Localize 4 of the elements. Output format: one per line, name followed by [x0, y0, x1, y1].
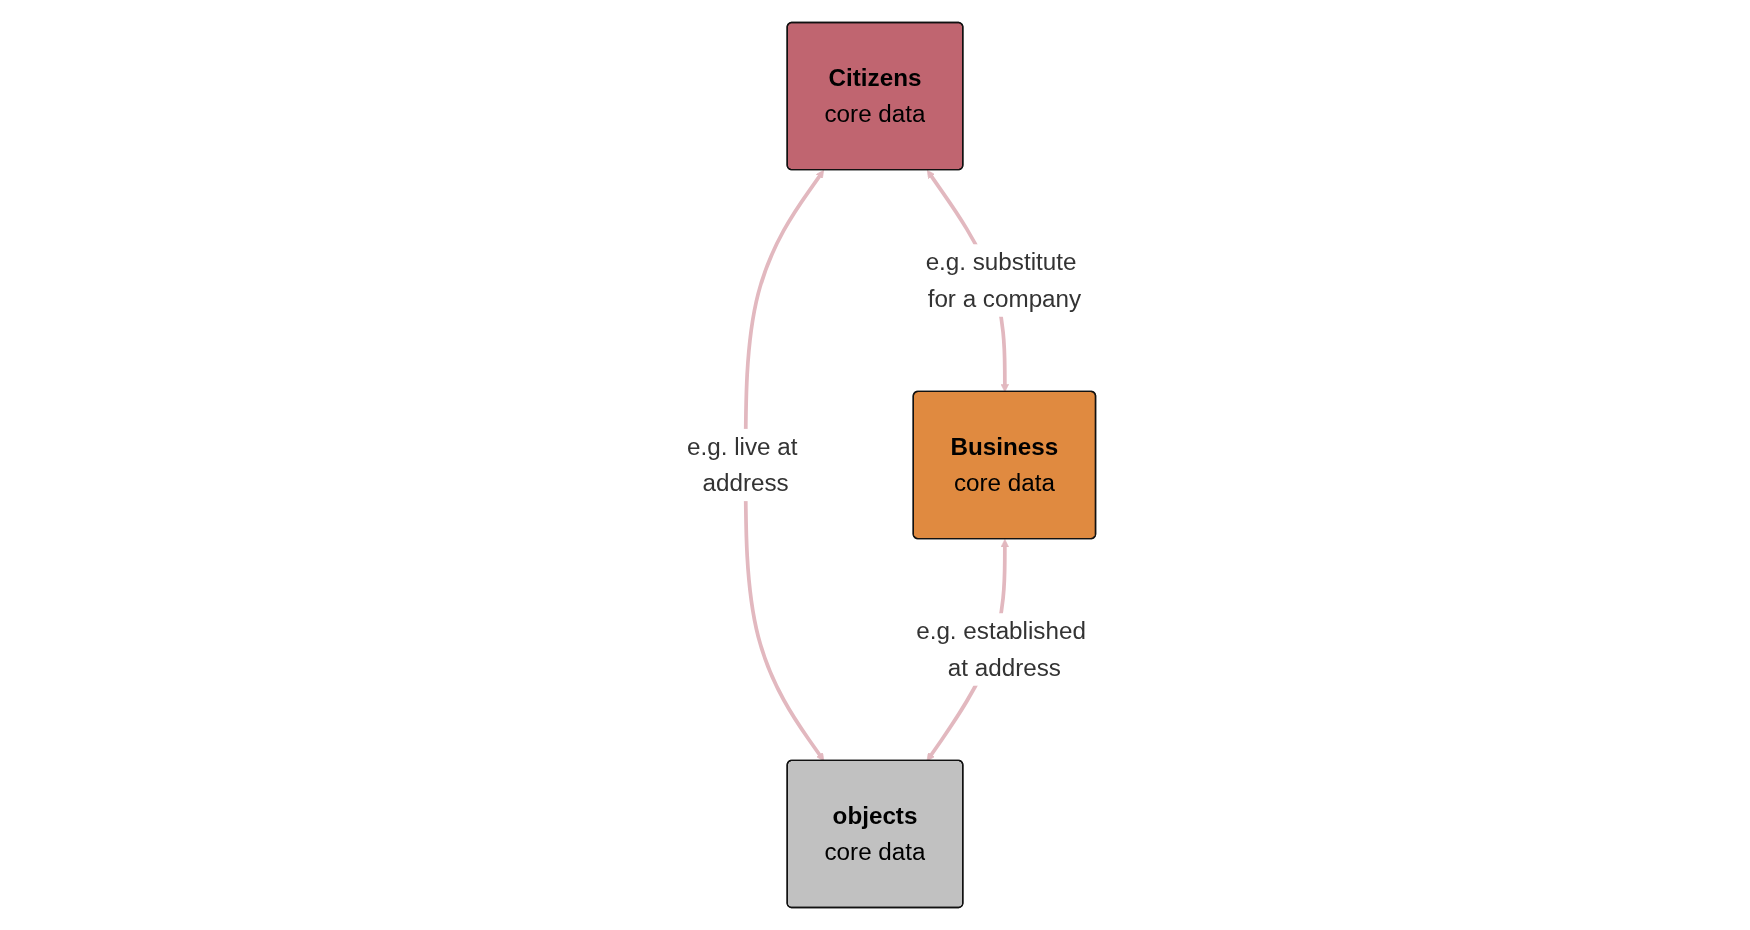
edge-label: e.g. substitute for a company [925, 247, 1082, 313]
edge-label: e.g. established at address [916, 616, 1086, 682]
edge-label: e.g. live at address [687, 432, 798, 497]
arrow [743, 170, 825, 762]
